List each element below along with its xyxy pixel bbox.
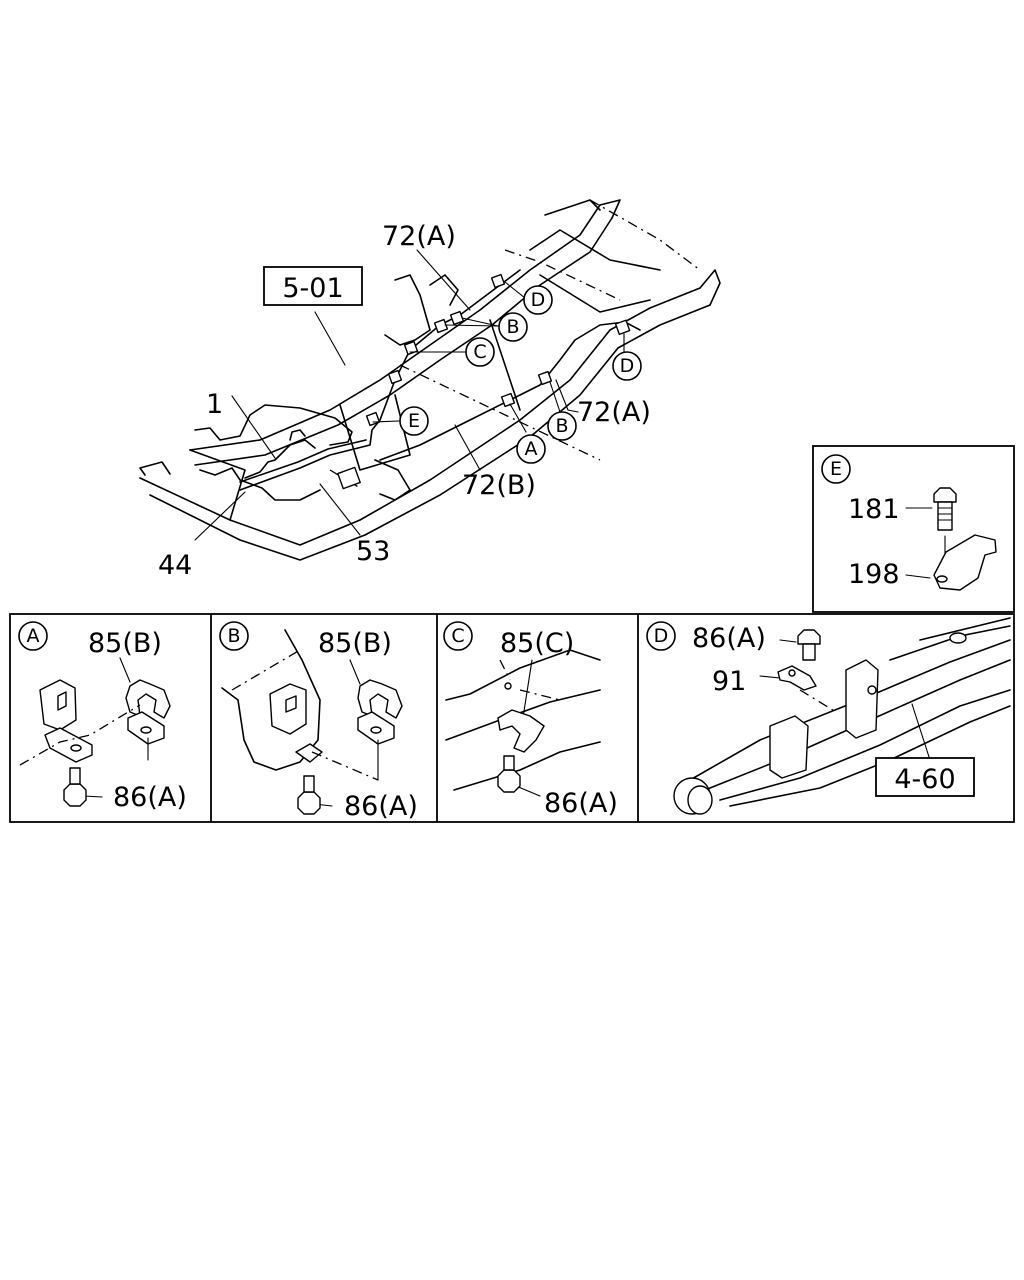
bolt-86a-d-icon bbox=[797, 629, 821, 661]
detail-strip-border bbox=[9, 613, 1015, 823]
callout-c-main[interactable]: C bbox=[465, 337, 495, 367]
detail-panel-b: B 85(B) 86(A) bbox=[219, 621, 418, 822]
svg-text:C: C bbox=[473, 341, 486, 363]
svg-text:A: A bbox=[27, 625, 40, 647]
bolt-181-icon bbox=[933, 487, 957, 561]
svg-text:B: B bbox=[506, 316, 519, 338]
svg-text:A: A bbox=[525, 438, 538, 460]
bolt-86a-b-icon bbox=[297, 775, 321, 815]
leader-lines bbox=[194, 249, 625, 541]
bracket-198-icon bbox=[933, 534, 997, 591]
label-53: 53 bbox=[356, 536, 390, 567]
clip-91-icon bbox=[777, 665, 817, 691]
label-91: 91 bbox=[712, 666, 746, 697]
clip-85b-b-icon bbox=[357, 679, 403, 745]
bracket-b-icon bbox=[269, 683, 323, 763]
ref-5-01-label: 5-01 bbox=[282, 273, 343, 304]
bolt-86a-c-icon bbox=[497, 755, 521, 793]
detail-d-letter: D bbox=[646, 621, 676, 651]
svg-text:E: E bbox=[830, 458, 842, 480]
bolt-86a-a-icon bbox=[63, 767, 87, 807]
label-1: 1 bbox=[206, 389, 223, 420]
detail-panel-a: A 85(B) 86(A) bbox=[18, 621, 187, 813]
detail-c-letter: C bbox=[443, 621, 473, 651]
callout-d-right[interactable]: D bbox=[612, 351, 642, 381]
clip-85b-a-icon bbox=[125, 679, 171, 745]
svg-text:D: D bbox=[654, 625, 669, 647]
label-85b-a: 85(B) bbox=[88, 628, 162, 659]
label-198: 198 bbox=[848, 559, 900, 590]
svg-text:D: D bbox=[620, 355, 635, 377]
svg-text:C: C bbox=[451, 625, 464, 647]
clip-85c-icon bbox=[497, 709, 545, 753]
label-44: 44 bbox=[158, 550, 192, 581]
main-ref-box-frame[interactable]: 5-01 bbox=[263, 266, 363, 306]
brake-pipes bbox=[239, 269, 641, 491]
callout-b-top[interactable]: B bbox=[498, 312, 528, 342]
detail-panel-d: D 86(A) 91 bbox=[646, 617, 1011, 815]
label-86a-a: 86(A) bbox=[113, 782, 187, 813]
label-86a-d: 86(A) bbox=[692, 623, 766, 654]
detail-b-letter: B bbox=[219, 621, 249, 651]
label-72a-top: 72(A) bbox=[382, 221, 456, 252]
detail-a-letter: A bbox=[18, 621, 48, 651]
detail-panel-e: E 181 198 bbox=[812, 445, 1015, 613]
ref-4-60-label: 4-60 bbox=[894, 764, 955, 795]
detail-panel-c: C 85(C) 86(A) bbox=[443, 621, 618, 819]
bracket-a-icon bbox=[39, 679, 93, 763]
detail-dividers bbox=[210, 614, 639, 822]
label-72a-right: 72(A) bbox=[577, 397, 651, 428]
label-85c: 85(C) bbox=[500, 628, 574, 659]
callout-b-low[interactable]: B bbox=[547, 411, 577, 441]
svg-text:B: B bbox=[555, 415, 568, 437]
callout-d-top[interactable]: D bbox=[523, 285, 553, 315]
callout-e-main[interactable]: E bbox=[399, 406, 429, 436]
label-86a-b: 86(A) bbox=[344, 791, 418, 822]
label-85b-b: 85(B) bbox=[318, 628, 392, 659]
svg-text:D: D bbox=[531, 289, 546, 311]
detail-e-letter: E bbox=[821, 454, 851, 484]
svg-text:E: E bbox=[408, 410, 420, 432]
callout-a-low[interactable]: A bbox=[516, 434, 546, 464]
chassis-frame-illustration bbox=[139, 199, 721, 561]
label-181: 181 bbox=[848, 494, 900, 525]
svg-text:B: B bbox=[227, 625, 240, 647]
ref-box-leaf-spring[interactable]: 4-60 bbox=[875, 757, 975, 797]
label-86a-c: 86(A) bbox=[544, 788, 618, 819]
leaf-spring-icon bbox=[673, 617, 1011, 815]
label-72b: 72(B) bbox=[462, 470, 536, 501]
